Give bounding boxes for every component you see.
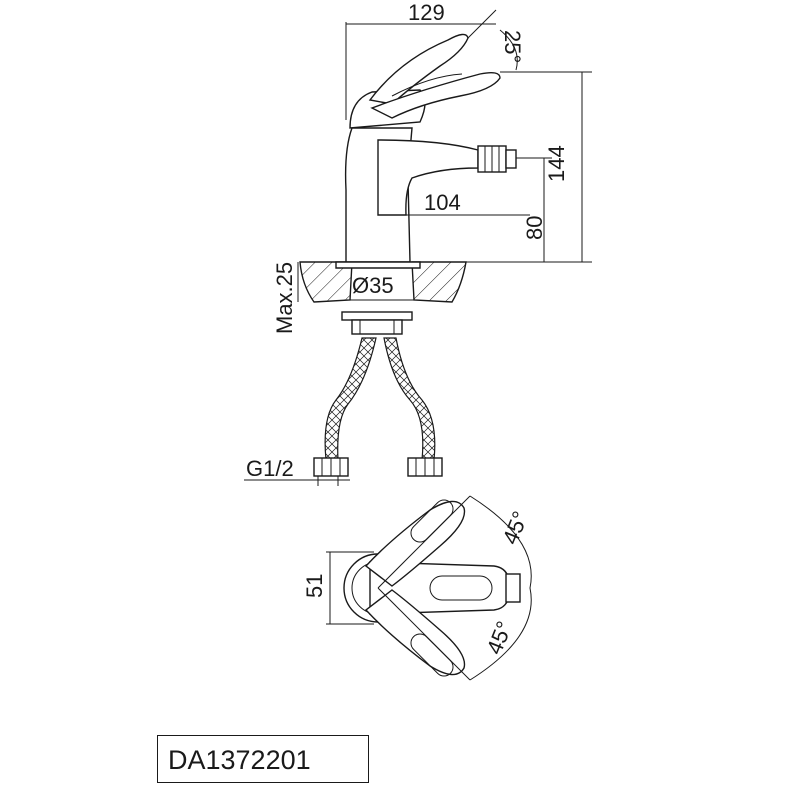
model-code: DA1372201: [168, 745, 311, 775]
dim-25-angle: 25°: [500, 30, 525, 63]
lever-lower: [364, 589, 466, 676]
dim-104: 104: [424, 190, 461, 215]
dim-80: 80: [522, 216, 547, 240]
spout: [377, 139, 479, 216]
base-flange: [335, 261, 421, 269]
dim-max-25: Max.25: [272, 262, 297, 334]
hose-right: [383, 337, 436, 461]
dim-129: 129: [408, 0, 445, 25]
dim-45-upper: 45°: [497, 508, 533, 548]
mounting-nut: [341, 311, 413, 321]
dim-144: 144: [544, 145, 569, 182]
side-view: 129 25° 144 104 80 Max.25 Ø35 G1/2: [244, 0, 592, 486]
dim-diameter-35: Ø35: [352, 273, 394, 298]
countertop-right: [411, 261, 467, 303]
dim-g-1-2: G1/2: [246, 456, 294, 481]
lever-handle: [370, 71, 501, 119]
dim-51: 51: [302, 574, 327, 598]
dim-45-lower: 45°: [481, 618, 517, 658]
hose-left: [324, 337, 377, 461]
model-code-box: DA1372201: [157, 735, 369, 783]
lever-upper: [364, 500, 466, 587]
top-view: 51 45° 45°: [302, 495, 533, 681]
